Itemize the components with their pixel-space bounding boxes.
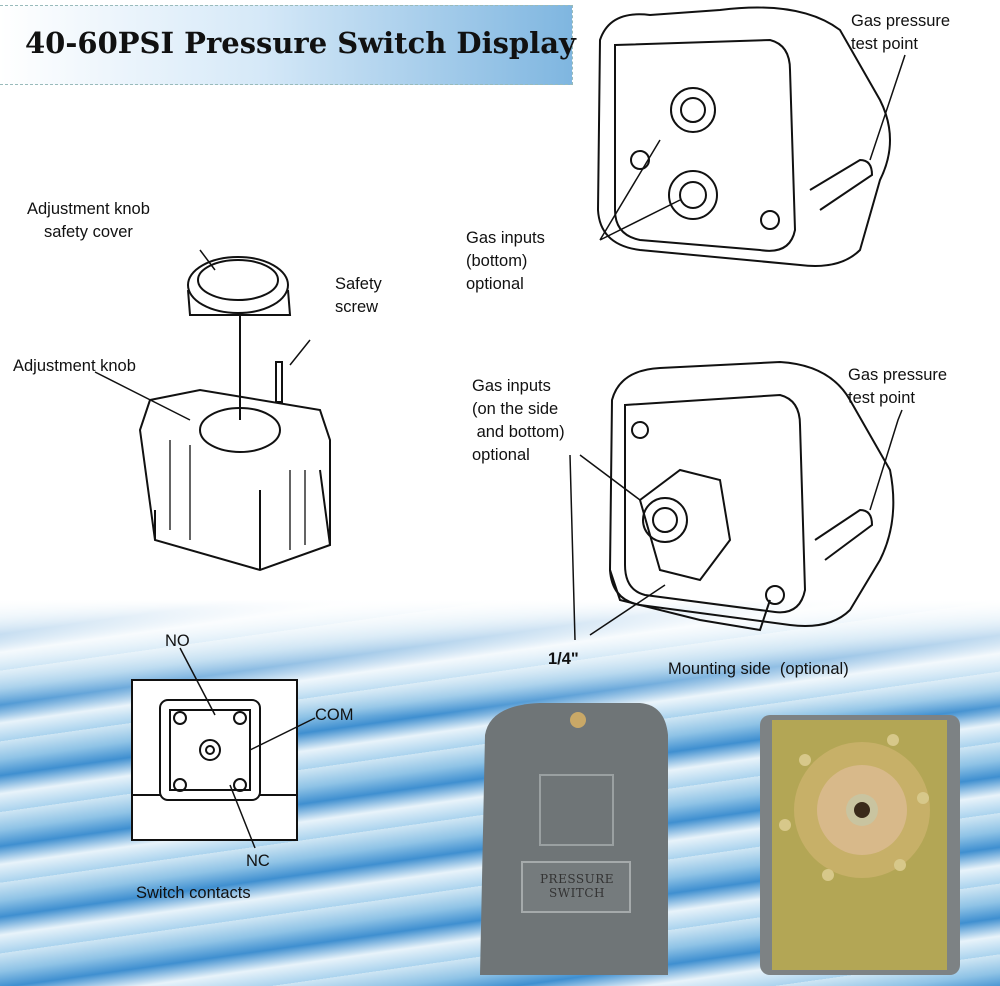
- safety-screw-label: Safety screw: [335, 273, 382, 319]
- top-housing-drawing: [596, 6, 906, 267]
- label-line: Gas inputs: [472, 377, 551, 395]
- label-line: (bottom): [466, 252, 528, 270]
- no-contact-label: NO: [165, 632, 190, 650]
- pressure-switch-photo: [480, 703, 668, 975]
- com-contact-label: COM: [315, 706, 354, 724]
- label-line: Gas pressure: [851, 12, 951, 30]
- label-line: Gas inputs: [466, 229, 545, 247]
- switch-contacts-drawing: [131, 647, 316, 849]
- label-line: and bottom): [472, 423, 565, 441]
- side-housing-drawing: [569, 360, 903, 641]
- label-line: safety cover: [43, 223, 133, 241]
- label-line: optional: [472, 446, 530, 464]
- label-line: Adjustment knob: [27, 200, 150, 218]
- plate-line: SWITCH: [549, 886, 605, 900]
- knob-cover-label: Adjustment knob safety cover: [27, 198, 150, 244]
- thread-size-label: 1/4": [548, 650, 579, 668]
- label-line: Safety: [335, 275, 382, 293]
- label-line: (on the side: [472, 400, 559, 418]
- mounting-side-label: Mounting side (optional): [668, 660, 849, 678]
- side-test-point-label: Gas pressure test point: [848, 364, 947, 410]
- top-gas-inputs-label: Gas inputs (bottom) optional: [466, 227, 545, 296]
- label-line: test point: [851, 35, 918, 53]
- page-title: 40-60PSI Pressure Switch Display: [25, 26, 576, 60]
- nc-contact-label: NC: [246, 852, 270, 870]
- exploded-knob-drawing: [94, 249, 331, 572]
- title-banner: 40-60PSI Pressure Switch Display: [0, 5, 576, 85]
- label-line: screw: [335, 298, 379, 316]
- label-line: Gas pressure: [848, 366, 948, 384]
- switch-contacts-caption: Switch contacts: [136, 884, 251, 902]
- plate-line: PRESSURE: [539, 872, 614, 886]
- pressure-switch-open-photo: [760, 715, 960, 975]
- label-line: test point: [848, 389, 915, 407]
- label-line: optional: [466, 275, 524, 293]
- pressure-switch-plate: PRESSURE SWITCH: [522, 872, 632, 900]
- top-test-point-label: Gas pressure test point: [851, 10, 950, 56]
- knob-label: Adjustment knob: [13, 357, 136, 375]
- side-gas-inputs-label: Gas inputs (on the side and bottom) opti…: [472, 375, 565, 467]
